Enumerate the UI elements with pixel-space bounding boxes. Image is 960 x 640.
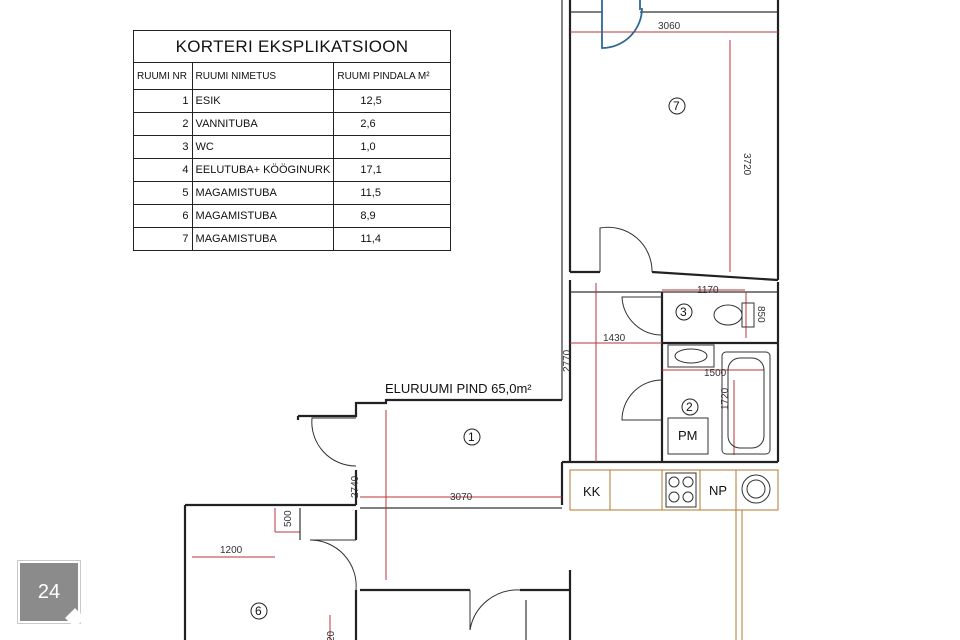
wet-rooms-walls bbox=[562, 280, 780, 464]
room-7-marker bbox=[668, 97, 686, 115]
pm-label: PM bbox=[678, 428, 698, 443]
door-room-6 bbox=[309, 539, 357, 591]
room-7-walls bbox=[561, 0, 780, 400]
room-6-marker bbox=[250, 602, 268, 620]
np-label: NP bbox=[709, 483, 727, 498]
dim-20: 20 bbox=[326, 630, 337, 640]
dim-2740: 2740 bbox=[350, 475, 361, 498]
stove-fixture bbox=[665, 472, 697, 508]
dim-1720: 1720 bbox=[720, 387, 731, 410]
dim-2770: 2770 bbox=[562, 349, 573, 372]
header-room-nr: RUUMI NR bbox=[133, 62, 193, 90]
door-wc bbox=[621, 296, 663, 336]
kk-label: KK bbox=[583, 484, 601, 499]
table-row: 5 MAGAMISTUBA 11,5 bbox=[133, 181, 451, 205]
top-door bbox=[601, 0, 643, 49]
dim-3070: 3070 bbox=[450, 492, 473, 503]
kitchen-sink-fixture bbox=[741, 474, 771, 504]
table-title: KORTERI EKSPLIKATSIOON bbox=[133, 30, 451, 63]
table-row: 6 MAGAMISTUBA 8,9 bbox=[133, 204, 451, 228]
room-3-marker bbox=[675, 303, 693, 321]
room-3-number: 3 bbox=[680, 305, 687, 319]
table-row: 4 EELUTUBA+ KÖÖGINURK 17,1 bbox=[133, 158, 451, 182]
page-number-badge[interactable]: 24 bbox=[18, 561, 80, 623]
bathtub-fixture bbox=[721, 351, 771, 455]
table-row: 3 WC 1,0 bbox=[133, 135, 451, 159]
door-room-4 bbox=[469, 589, 521, 631]
entrance-door bbox=[311, 417, 357, 467]
table-row: 2 VANNITUBA 2,6 bbox=[133, 112, 451, 136]
living-area-label: ELURUUMI PIND 65,0m² bbox=[385, 381, 532, 396]
table-row: 1 ESIK 12,5 bbox=[133, 89, 451, 113]
header-room-name: RUUMI NIMETUS bbox=[191, 62, 335, 90]
dim-3060: 3060 bbox=[658, 21, 681, 32]
dim-3720: 3720 bbox=[741, 153, 752, 176]
dim-1170: 1170 bbox=[697, 285, 719, 296]
toilet-fixture bbox=[713, 302, 755, 328]
room-6-dimensions: 500 1200 20 bbox=[192, 508, 337, 640]
room-2-marker bbox=[681, 398, 699, 416]
door-bath bbox=[621, 379, 663, 421]
dim-500: 500 bbox=[283, 510, 294, 527]
pm-box bbox=[667, 417, 709, 455]
dim-1430: 1430 bbox=[603, 333, 626, 344]
room-explication-table: KORTERI EKSPLIKATSIOON RUUMI NR RUUMI NI… bbox=[133, 30, 451, 251]
room-7-number: 7 bbox=[673, 99, 680, 113]
kitchen-counter bbox=[569, 469, 779, 640]
header-room-area: RUUMI PINDALA M² bbox=[333, 62, 451, 90]
room-7-dimensions: 3060 3720 bbox=[570, 21, 778, 272]
sink-fixture bbox=[667, 344, 715, 368]
dim-850: 850 bbox=[755, 306, 766, 323]
door-room-7 bbox=[599, 226, 653, 273]
hallway-dimensions: 2740 3070 bbox=[350, 410, 562, 580]
room-2-number: 2 bbox=[686, 400, 693, 414]
room-6-number: 6 bbox=[255, 604, 262, 618]
table-row: 7 MAGAMISTUBA 11,4 bbox=[133, 227, 451, 251]
room-1-number: 1 bbox=[468, 430, 475, 444]
dim-1500: 1500 bbox=[704, 368, 727, 379]
dim-1200: 1200 bbox=[220, 545, 243, 556]
room-1-marker bbox=[463, 428, 481, 446]
wet-rooms-dimensions: 1170 850 1430 2770 1500 1720 bbox=[562, 283, 766, 462]
hallway-walls bbox=[183, 398, 572, 640]
